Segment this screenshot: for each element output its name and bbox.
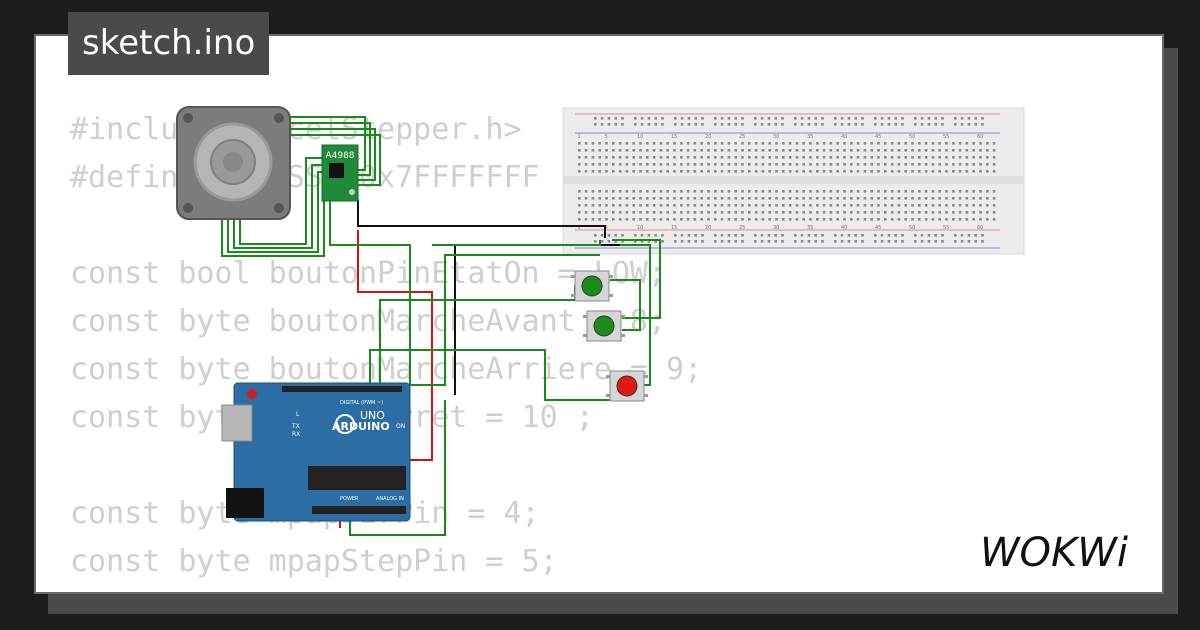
wire-green-2 [432, 240, 601, 246]
wire-motor-b [290, 122, 371, 176]
breadboard-column-number: 40 [841, 225, 847, 231]
arduino-digital-label: DIGITAL (PWM ~) [340, 400, 383, 406]
breadboard-column-number: 40 [841, 134, 847, 140]
breadboard-column-number: 15 [671, 225, 677, 231]
wire-motor-g [227, 171, 322, 253]
breadboard-column-number: 35 [807, 225, 813, 231]
arduino-power-label: POWER [340, 496, 359, 502]
wire-motor-e [239, 157, 322, 245]
wire-green-6 [610, 279, 641, 331]
breadboard-column-number: 60 [977, 134, 983, 140]
breadboard-column-number: 50 [909, 134, 915, 140]
breadboard-column-number: 45 [875, 134, 881, 140]
wire-green-arduino [349, 400, 446, 536]
arduino-brand-label: ARDUINO [332, 420, 390, 433]
wire-motor-a [290, 116, 366, 171]
file-tab: sketch.ino [68, 12, 270, 75]
a4988-driver: A4988 [321, 144, 359, 202]
arduino-rx-label: RX [292, 431, 300, 438]
breadboard-column-number: 20 [705, 225, 711, 231]
breadboard-column-number: 10 [637, 225, 643, 231]
breadboard-column-number: 55 [943, 134, 949, 140]
wire-green-7 [620, 244, 651, 386]
breadboard-column-number: 45 [875, 225, 881, 231]
arduino-uno: ARDUINO UNO DIGITAL (PWM ~) POWER ANALOG… [221, 382, 411, 522]
arduino-on-label: ON [396, 423, 405, 430]
breadboard-column-number: 1 [577, 225, 580, 231]
breadboard-column-number: 55 [943, 225, 949, 231]
breadboard-column-number: 60 [977, 225, 983, 231]
breadboard-column-number: 35 [807, 134, 813, 140]
push-button[interactable] [606, 370, 648, 402]
breadboard-column-number: 30 [773, 134, 779, 140]
wire-motor-d [290, 134, 381, 186]
breadboard-column-number: 1 [577, 134, 580, 140]
wire-motor-f [233, 164, 322, 249]
wire-green-5 [392, 254, 600, 386]
wire-green-1 [329, 200, 411, 385]
push-buttons [571, 270, 648, 402]
stepper-motor [176, 106, 291, 220]
breadboard-column-number: 25 [739, 225, 745, 231]
wire-green-8 [612, 239, 661, 319]
arduino-l-label: L [296, 411, 300, 418]
driver-label: A4988 [325, 151, 354, 161]
wire-black-gnd [357, 200, 606, 238]
wokwi-logo-text: WOKWi [980, 530, 1128, 576]
wire-motor-c [290, 128, 376, 181]
arduino-tx-label: TX [291, 423, 300, 430]
wokwi-logo: WOKWi [980, 530, 1128, 576]
push-button[interactable] [571, 270, 613, 302]
breadboard-column-number: 30 [773, 225, 779, 231]
breadboard-column-number: 25 [739, 134, 745, 140]
breadboard-column-number: 5 [605, 134, 608, 140]
code-line: const byte mpapStepPin = 5; [70, 544, 558, 579]
code-line: const byte boutonMarcheAvant = 8; [70, 304, 667, 339]
breadboard-column-number: 5 [605, 225, 608, 231]
arduino-model-label: UNO [360, 409, 385, 422]
breadboard-column-number: 50 [909, 225, 915, 231]
breadboard-column-number: 15 [671, 134, 677, 140]
wire-green-4 [369, 349, 610, 401]
push-button[interactable] [583, 310, 625, 342]
arduino-analog-label: ANALOG IN [376, 496, 404, 502]
breadboard-column-number: 20 [705, 134, 711, 140]
breadboard-column-number: 10 [637, 134, 643, 140]
